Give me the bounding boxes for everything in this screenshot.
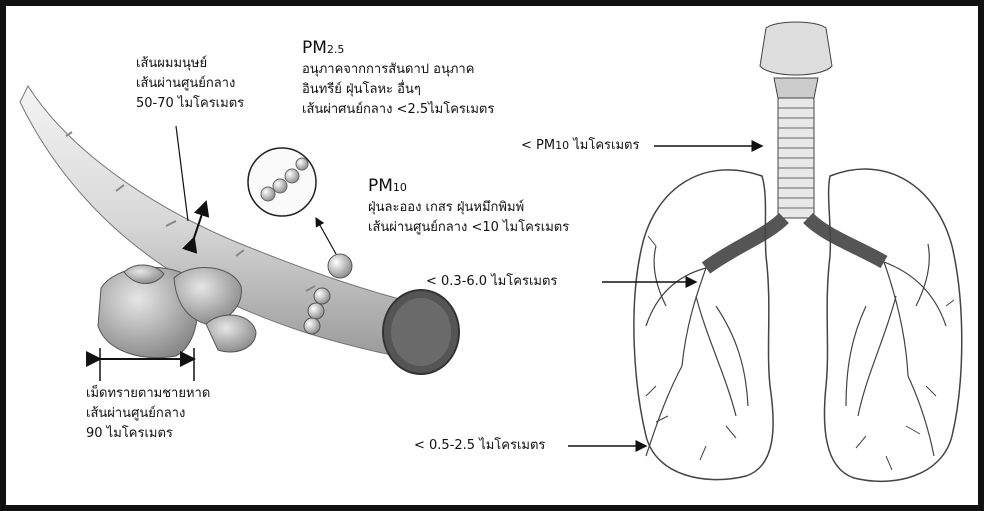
- sand-title: เม็ดทรายตามชายหาด: [86, 384, 210, 404]
- pm25-magnified-circle: [248, 148, 316, 216]
- pm25-source-line: อนุภาคจากการสันดาป อนุภาค: [302, 60, 494, 80]
- hair-diameter-label: เส้นผ่านศูนย์กลาง: [136, 74, 244, 94]
- sand-diameter-value: 90 ไมโครเมตร: [86, 424, 210, 444]
- pm25-label-block: PM2.5 อนุภาคจากการสันดาป อนุภาค อินทรีย์…: [302, 38, 494, 120]
- bronchi-label: < 0.3-6.0 ไมโครเมตร: [426, 272, 557, 292]
- pm10-title: PM10: [368, 176, 569, 198]
- diagram-frame: เส้นผมมนุษย์ เส้นผ่านศูนย์กลาง 50-70 ไมโ…: [6, 6, 978, 505]
- hair-leader-line: [176, 126, 188, 221]
- trachea-label: < PM10 ไมโครเมตร: [521, 136, 639, 156]
- hair-title: เส้นผมมนุษย์: [136, 54, 244, 74]
- alveoli-label: < 0.5-2.5 ไมโครเมตร: [414, 436, 545, 456]
- lungs-illustration: [634, 22, 962, 481]
- hair-diameter-value: 50-70 ไมโครเมตร: [136, 94, 244, 114]
- pm10-source-line: ฝุ่นละออง เกสร ฝุ่นหมึกพิมพ์: [368, 198, 569, 218]
- pm10-diameter: เส้นผ่านศูนย์กลาง <10 ไมโครเมตร: [368, 218, 569, 238]
- pm10-label-block: PM10 ฝุ่นละออง เกสร ฝุ่นหมึกพิมพ์ เส้นผ่…: [368, 176, 569, 238]
- sand-label: เม็ดทรายตามชายหาด เส้นผ่านศูนย์กลาง 90 ไ…: [86, 384, 210, 444]
- hair-label: เส้นผมมนุษย์ เส้นผ่านศูนย์กลาง 50-70 ไมโ…: [136, 54, 244, 114]
- pm25-source-line-2: อินทรีย์ ฝุ่นโลหะ อื่นๆ: [302, 80, 494, 100]
- sand-diameter-label: เส้นผ่านศูนย์กลาง: [86, 404, 210, 424]
- pm25-diameter: เส้นผ่าศนย์กลาง <2.5ไมโครเมตร: [302, 100, 494, 120]
- pm25-title: PM2.5: [302, 38, 494, 60]
- sand-grains: [98, 265, 256, 358]
